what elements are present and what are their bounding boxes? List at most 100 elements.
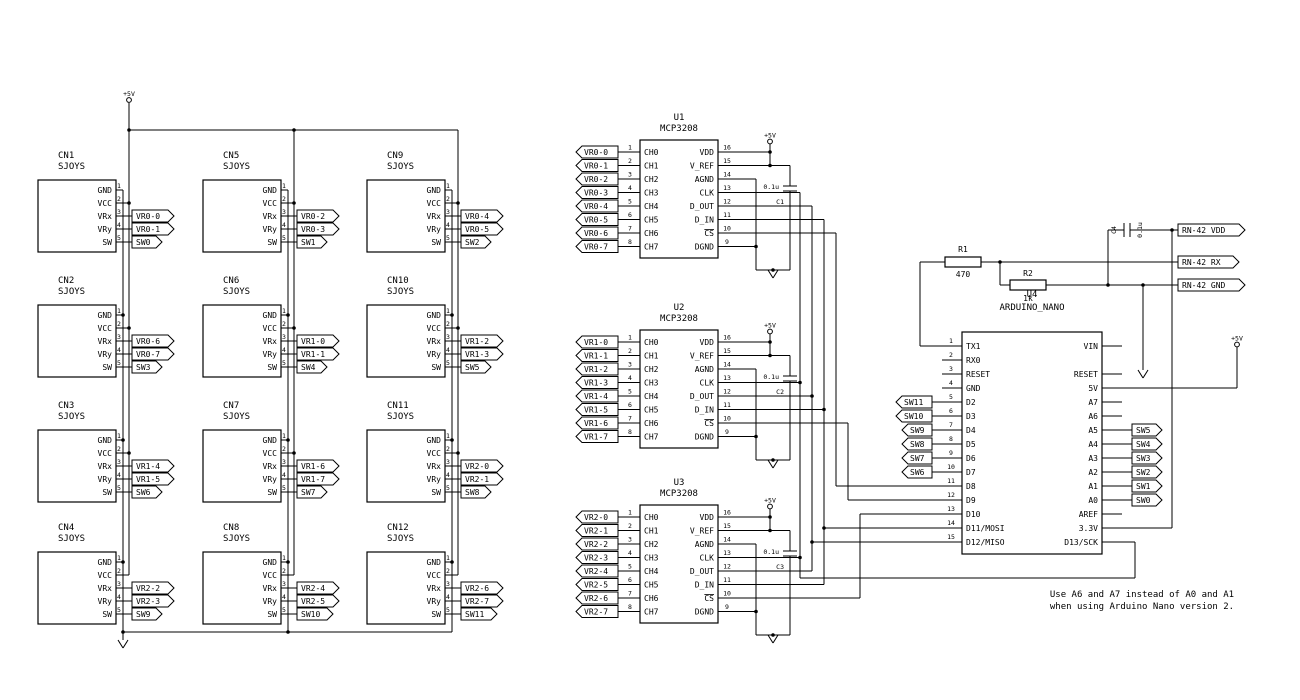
net-flag: [296, 581, 340, 595]
pin-name: CH5: [644, 216, 659, 225]
net-flag: [575, 537, 619, 551]
pin-name: GND: [427, 311, 442, 320]
net-flag: [901, 451, 933, 465]
net-flag-label: SW8: [465, 488, 480, 497]
pin-number: 4: [446, 471, 450, 479]
net-flag: [131, 472, 175, 486]
net-flag-label: VR2-0: [584, 513, 608, 522]
net-flag: [575, 524, 619, 537]
pin-number: 2: [282, 195, 286, 203]
pin-name: VDD: [700, 338, 715, 347]
pin-name: VRy: [98, 597, 113, 606]
pin-number: 4: [446, 221, 450, 229]
pin-name: V_REF: [690, 162, 714, 171]
pin-name: VCC: [263, 571, 278, 580]
pin-name: GND: [263, 311, 278, 320]
net-flag-label: VR0-0: [136, 212, 160, 221]
connector-type: SJOYS: [223, 287, 250, 297]
net-flag-label: VR1-1: [584, 352, 608, 361]
junction-dot: [121, 438, 125, 442]
pin-name: GND: [98, 558, 113, 567]
pin-number: 3: [628, 536, 632, 544]
net-flag-label: SW4: [1136, 440, 1151, 449]
junction-dot: [292, 201, 296, 205]
gnd-icon: [767, 459, 774, 469]
pin-number: 5: [117, 606, 121, 614]
pin-name: CS: [704, 419, 714, 428]
net-flag-label: VR2-6: [584, 594, 608, 603]
pin-name: GND: [263, 186, 278, 195]
net-flag-label: VR2-7: [465, 597, 489, 606]
junction-dot: [127, 128, 131, 132]
net-flag: [460, 607, 498, 621]
pin-number: 16: [723, 334, 731, 342]
junction-dot: [286, 630, 290, 634]
pin-name: CH1: [644, 352, 659, 361]
net-flag-label: VR2-5: [301, 597, 325, 606]
pin-name: GND: [98, 186, 113, 195]
junction-dot: [798, 555, 802, 560]
pin-name: 3.3V: [1079, 524, 1098, 533]
net-flag-label: VR1-1: [301, 350, 325, 359]
note-line-2: when using Arduino Nano version 2.: [1050, 602, 1234, 612]
connector-CN5-body: [202, 179, 282, 253]
pin-name: D6: [966, 454, 976, 463]
pin-name: VCC: [98, 324, 113, 333]
pin-number: 1: [117, 307, 121, 315]
net-flag-label: VR0-0: [584, 148, 608, 157]
junction-dot: [798, 380, 802, 385]
power-5v-icon: [126, 97, 132, 103]
pin-number: 1: [628, 144, 632, 152]
net-flag-label: SW7: [910, 454, 925, 463]
net-flag-label: SW7: [301, 488, 316, 497]
net-flag: [296, 607, 334, 621]
resistor-R1-body: [944, 256, 982, 268]
pin-number: 12: [947, 491, 955, 499]
connector-ref: CN4: [58, 523, 74, 533]
net-flag: [575, 551, 619, 564]
net-flag-label: SW5: [1136, 426, 1151, 435]
junction-dot: [768, 150, 772, 154]
pin-number: 14: [723, 361, 731, 369]
pin-number: 1: [446, 182, 450, 190]
pin-number: 4: [282, 593, 286, 601]
pin-number: 3: [117, 333, 121, 341]
net-flag-label: VR1-0: [584, 338, 608, 347]
net-flag-label: VR0-7: [584, 243, 608, 252]
net-flag: [296, 222, 340, 236]
net-flag: [131, 485, 163, 499]
net-flag-label: VR2-7: [584, 608, 608, 617]
pin-name: VRx: [98, 212, 113, 221]
pin-name: CH1: [644, 527, 659, 536]
pin-number: 5: [282, 606, 286, 614]
net-flag-label: SW11: [465, 610, 484, 619]
resistor-ref: R1: [958, 245, 968, 254]
net-flag-label: VR2-0: [465, 462, 489, 471]
net-flag-label: SW3: [136, 363, 151, 372]
net-flag-label: VR0-4: [465, 212, 489, 221]
net-flag-rn42-gnd: [1177, 278, 1246, 292]
junction-dot: [286, 313, 290, 317]
pin-number: 5: [446, 234, 450, 242]
net-flag-label: VR2-4: [301, 584, 325, 593]
connector-CN11-body: [366, 429, 446, 503]
power-5v-label: +5V: [123, 90, 135, 98]
pin-number: 11: [723, 401, 731, 409]
pin-name: SW: [431, 488, 441, 497]
pin-name: D4: [966, 426, 976, 435]
pin-number: 14: [723, 536, 731, 544]
net-flag-label: VR1-2: [465, 337, 489, 346]
pin-number: 1: [117, 554, 121, 562]
net-flag: [901, 437, 933, 451]
connector-type: SJOYS: [387, 162, 414, 172]
pin-number: 6: [628, 401, 632, 409]
gnd-icon: [772, 269, 779, 279]
net-flag-label: VR1-4: [584, 392, 608, 401]
pin-number: 2: [628, 157, 632, 165]
net-flag: [1131, 493, 1163, 507]
connector-type: SJOYS: [223, 412, 250, 422]
cap-ref: C4: [1110, 226, 1118, 234]
pin-number: 4: [117, 346, 121, 354]
net-flag: [575, 430, 619, 443]
pin-number: 8: [628, 603, 632, 611]
